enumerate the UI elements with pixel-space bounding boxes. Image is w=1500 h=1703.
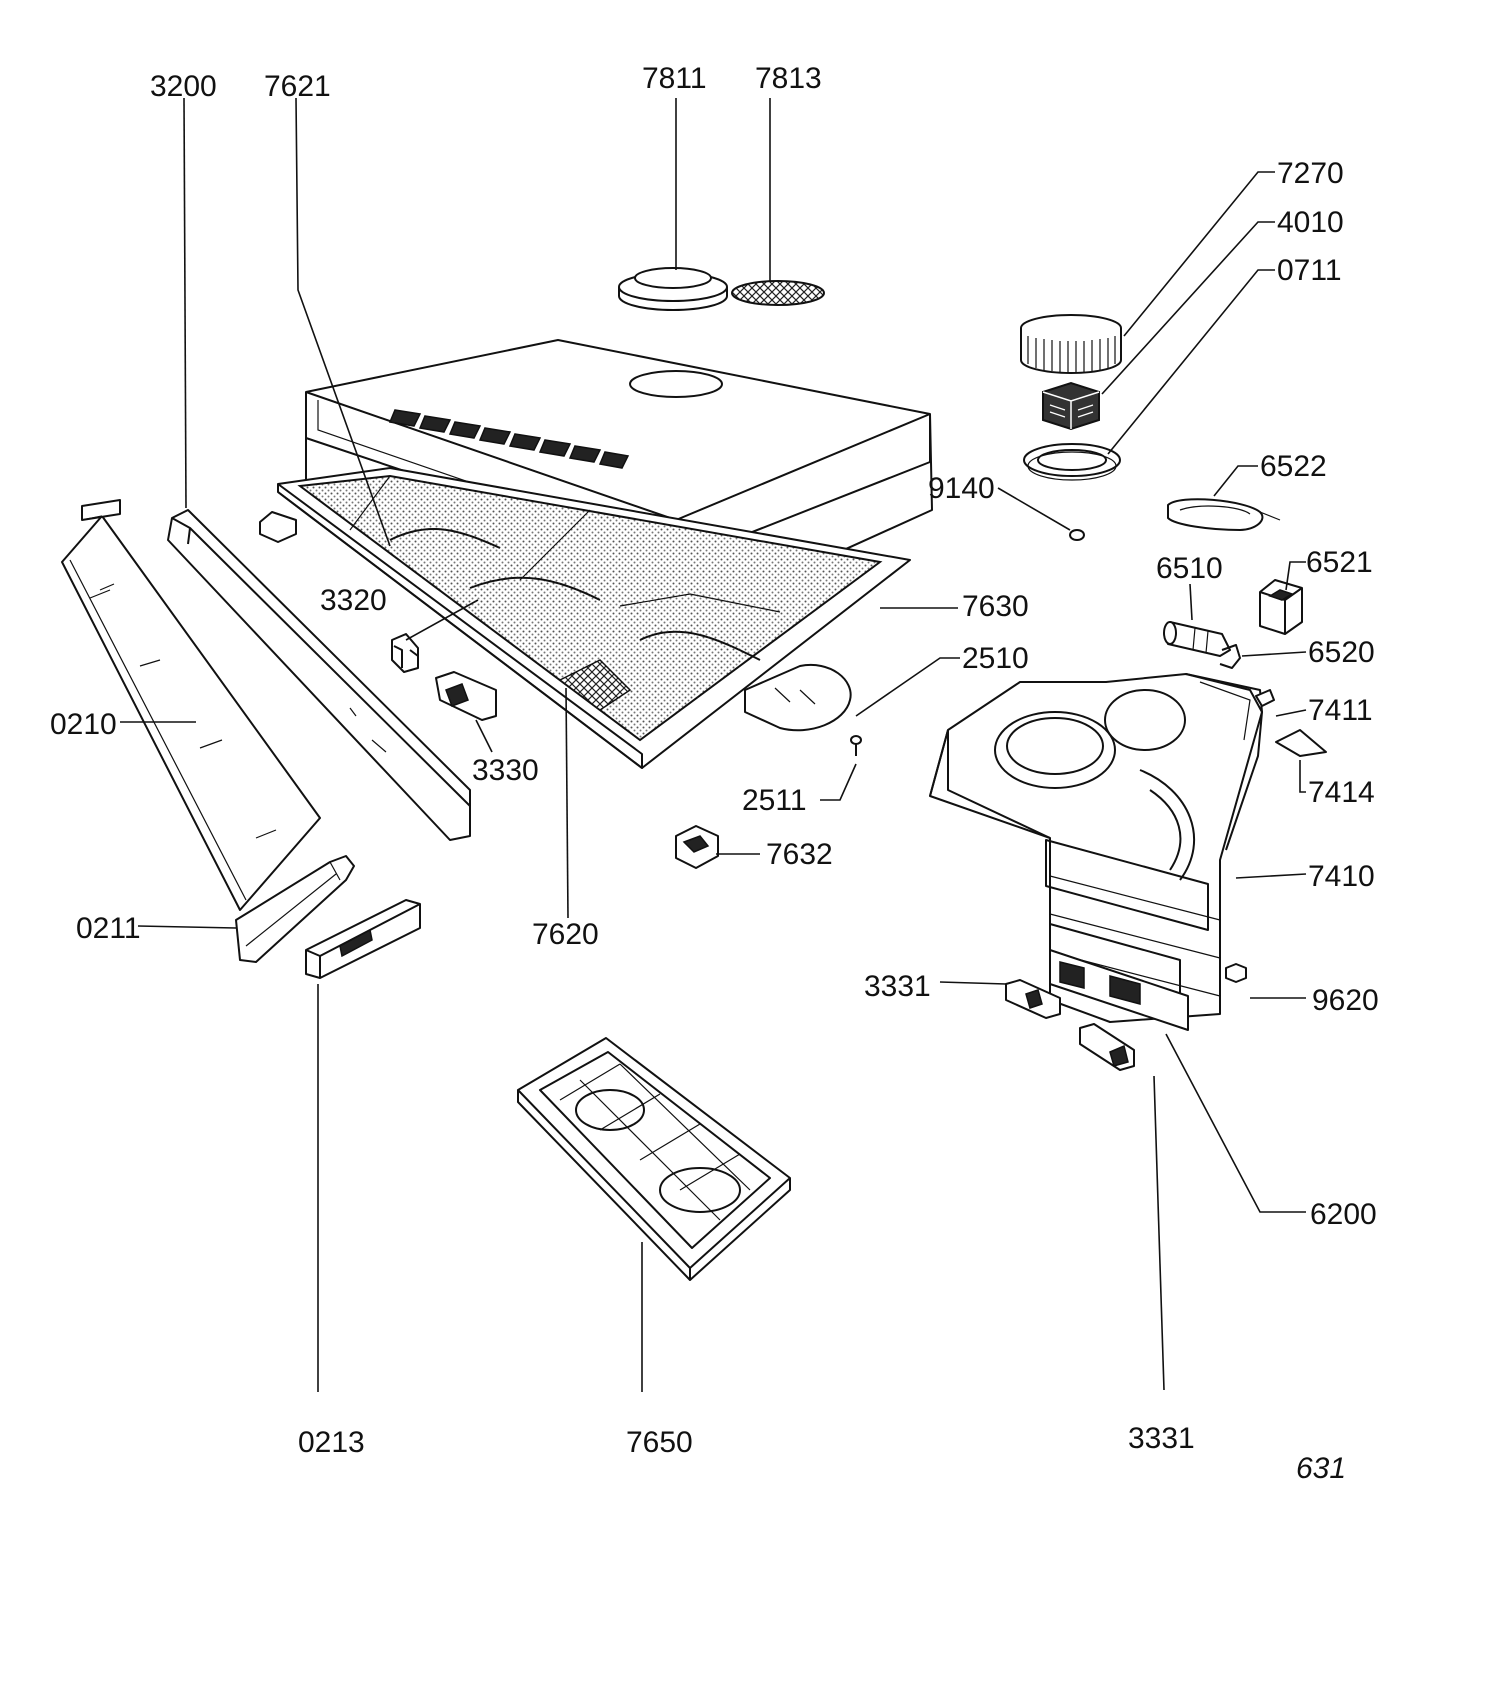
label-7414: 7414 xyxy=(1308,776,1375,809)
label-4010: 4010 xyxy=(1277,206,1344,239)
part-0211-bracket xyxy=(235,855,355,963)
part-6522-lamp-cover xyxy=(1167,498,1281,531)
part-6200-control-module xyxy=(1049,949,1189,1031)
part-0711-ring xyxy=(1023,443,1121,481)
label-2511: 2511 xyxy=(742,784,807,817)
label-3320: 3320 xyxy=(320,584,387,617)
label-6510: 6510 xyxy=(1156,552,1223,585)
part-7270-carbon-filter xyxy=(1020,314,1122,374)
part-7414-wedge xyxy=(1275,729,1327,757)
part-6510-lamp xyxy=(1163,621,1231,657)
label-7621: 7621 xyxy=(264,70,331,103)
part-7650-filter-tray xyxy=(517,1037,791,1281)
label-6521: 6521 xyxy=(1306,546,1373,579)
hood-vents xyxy=(388,409,630,469)
label-7811: 7811 xyxy=(642,62,707,95)
part-0210-glass-panel xyxy=(61,499,321,911)
label-0211: 0211 xyxy=(76,912,141,945)
label-0210: 0210 xyxy=(50,708,117,741)
part-2510-lamp-lens xyxy=(744,663,852,732)
label-7630: 7630 xyxy=(962,590,1029,623)
label-7620: 7620 xyxy=(532,918,599,951)
part-9140-washer xyxy=(1069,529,1085,541)
page-number: 631 xyxy=(1296,1452,1346,1485)
part-7411-clip xyxy=(1255,689,1275,707)
label-6200: 6200 xyxy=(1310,1198,1377,1231)
label-7632: 7632 xyxy=(766,838,833,871)
part-3320-clip xyxy=(391,633,419,673)
part-2511-screw xyxy=(850,735,862,756)
part-3331-switch-a xyxy=(1005,979,1061,1019)
label-3330: 3330 xyxy=(472,754,539,787)
label-9140: 9140 xyxy=(928,472,995,505)
part-6520-lamp-holder xyxy=(1219,644,1241,669)
label-6520: 6520 xyxy=(1308,636,1375,669)
part-7811-cap xyxy=(618,267,728,311)
label-3200: 3200 xyxy=(150,70,217,103)
label-3331-b: 3331 xyxy=(1128,1422,1195,1455)
label-0213: 0213 xyxy=(298,1426,365,1459)
label-6522: 6522 xyxy=(1260,450,1327,483)
label-7813: 7813 xyxy=(755,62,822,95)
part-4010-motor xyxy=(1042,381,1100,431)
part-9620-cube xyxy=(1225,963,1247,983)
part-6521-switch xyxy=(1259,579,1303,635)
part-number-labels: 3200 7621 7811 7813 7270 4010 0711 6522 … xyxy=(50,62,1379,1485)
part-3330-bracket xyxy=(435,671,497,721)
part-7630-filter-frame xyxy=(277,467,911,769)
label-0711: 0711 xyxy=(1277,254,1342,287)
part-3331-switch-b xyxy=(1079,1023,1135,1071)
label-3331-a: 3331 xyxy=(864,970,931,1003)
label-7650: 7650 xyxy=(626,1426,693,1459)
label-9620: 9620 xyxy=(1312,984,1379,1017)
label-7411: 7411 xyxy=(1308,694,1373,727)
part-3200-front-trim xyxy=(167,509,471,841)
part-0213-end-cap xyxy=(305,899,421,979)
label-7410: 7410 xyxy=(1308,860,1375,893)
label-2510: 2510 xyxy=(962,642,1029,675)
part-small-clip xyxy=(259,511,297,543)
part-7632-clip xyxy=(675,825,719,869)
label-7270: 7270 xyxy=(1277,157,1344,190)
part-7410-fan-housing xyxy=(929,673,1263,1023)
part-7813-grille xyxy=(731,280,825,306)
leader-lines xyxy=(120,97,1307,1392)
